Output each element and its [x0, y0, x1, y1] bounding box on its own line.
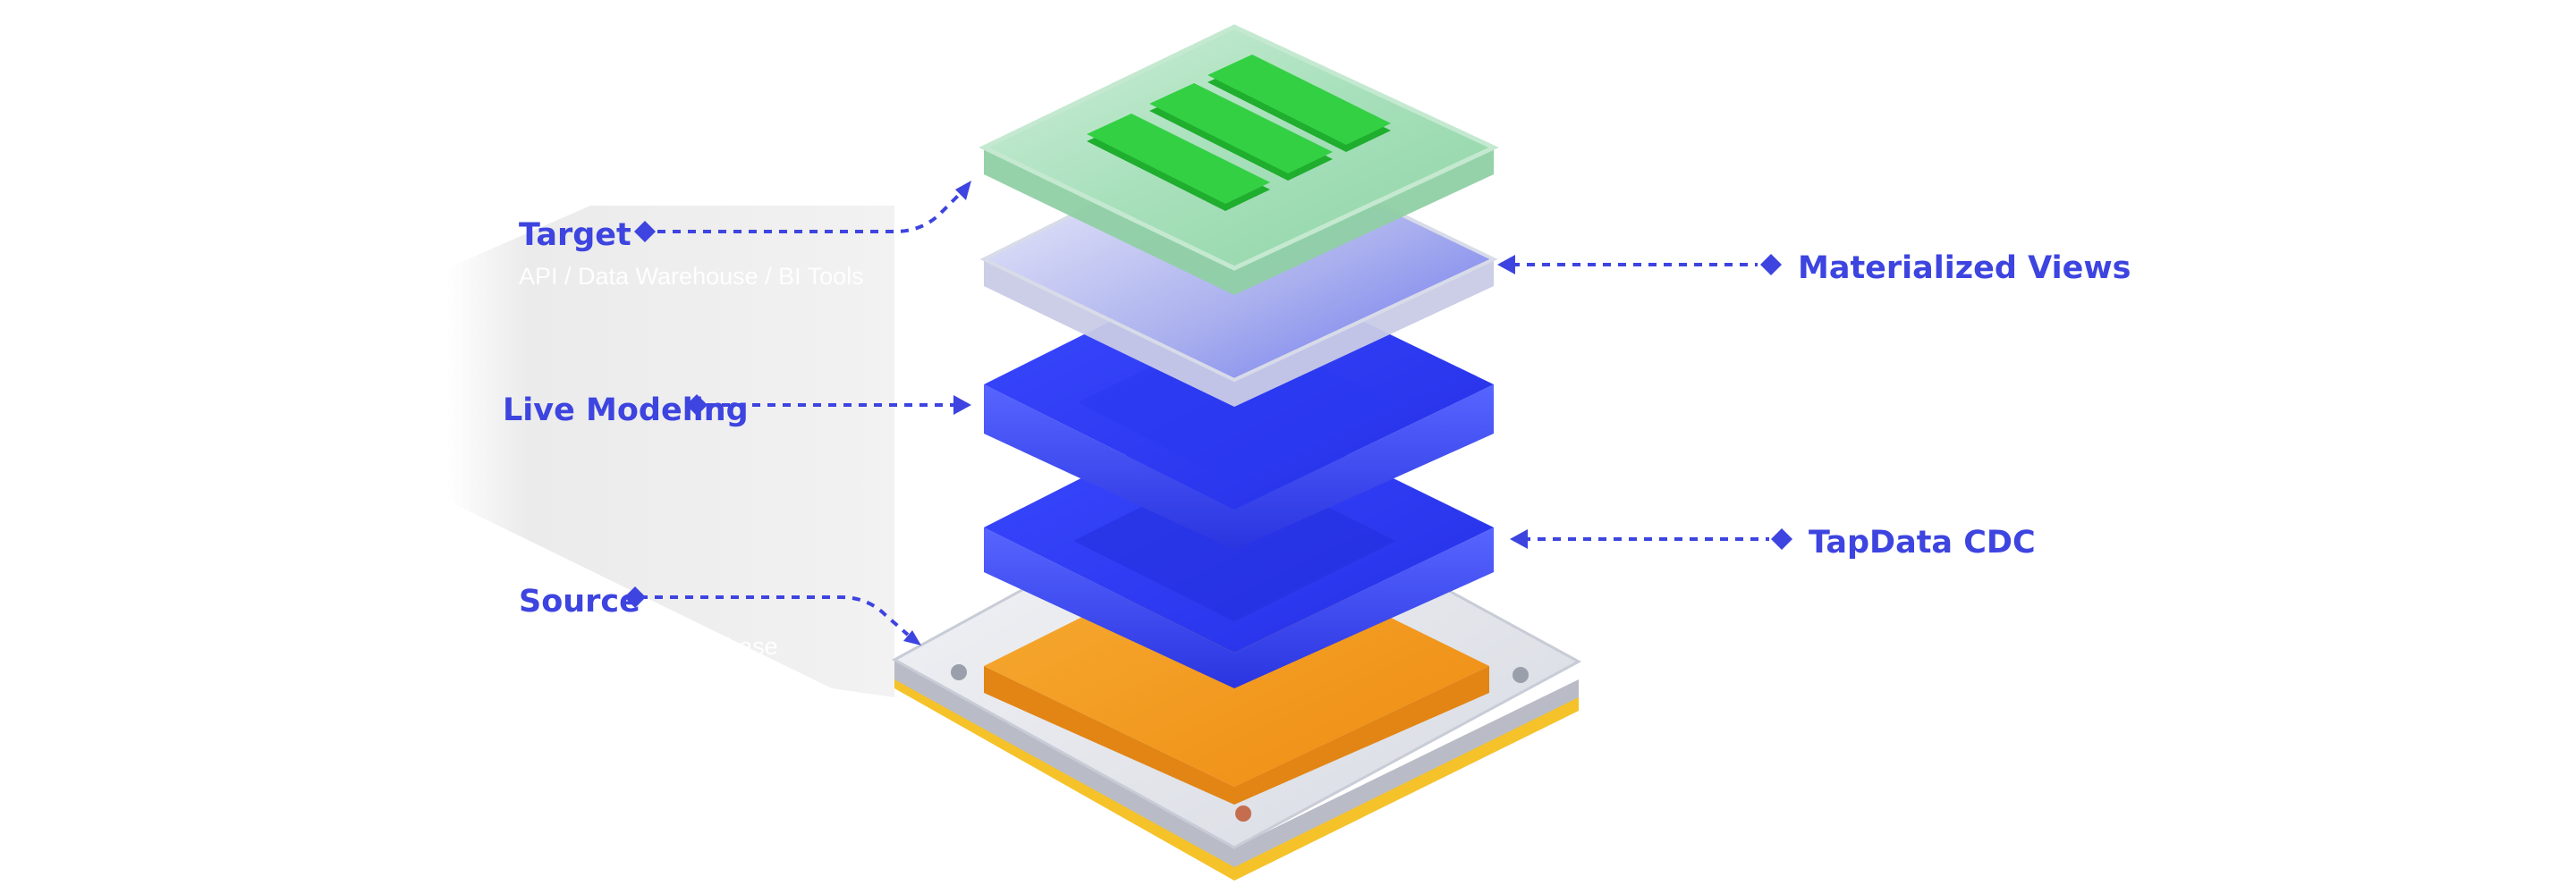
- connector-source: [640, 595, 910, 637]
- arrow-head: [1497, 255, 1515, 274]
- target-subtitle: API / Data Warehouse / BI Tools: [519, 263, 864, 290]
- source-title: Source: [519, 584, 640, 620]
- target-slab: [979, 24, 1499, 295]
- source-subtitle: Oracle, MySQL, Sybase: [519, 633, 778, 660]
- stack-shadow: [447, 206, 894, 697]
- diamond-marker: [1760, 254, 1782, 275]
- live-modeling-title: Live Modeling: [503, 392, 749, 428]
- connector-target: [657, 190, 963, 233]
- diamond-marker: [1771, 528, 1792, 550]
- target-title: Target: [519, 217, 631, 253]
- arrow-head: [1510, 529, 1528, 549]
- materialized-views-title: Materialized Views: [1798, 250, 2131, 286]
- diamond-marker: [686, 394, 708, 416]
- diamond-marker: [624, 586, 646, 608]
- arrow-head: [903, 630, 921, 645]
- arrow-head: [955, 181, 971, 200]
- diamond-marker: [634, 221, 656, 242]
- arrow-head: [953, 395, 971, 415]
- cdc-title: TapData CDC: [1809, 525, 2036, 561]
- target-blocks: [1087, 55, 1391, 211]
